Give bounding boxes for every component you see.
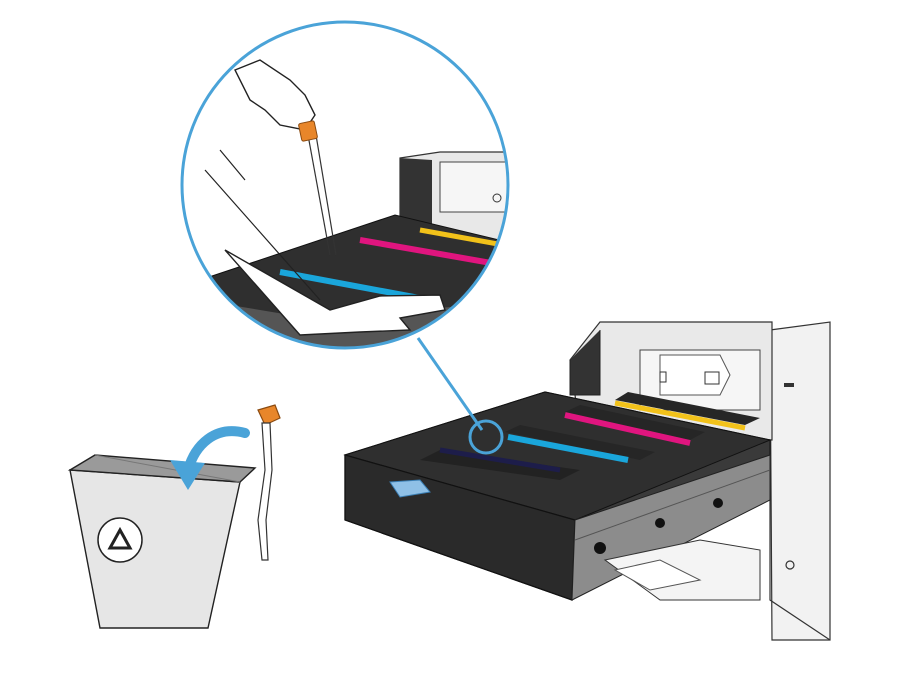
recycle-icon [97,517,143,563]
orange-pull-tab [298,120,318,142]
printer [343,321,831,641]
drawer-handle[interactable] [389,479,431,498]
curved-arrow-icon [170,426,250,490]
removed-tape-strip [257,404,281,561]
power-button[interactable] [785,560,795,570]
yellow-toner-stripe [614,400,746,431]
magnifier-callout-icon [180,20,510,455]
cyan-toner-stripe [507,434,629,463]
recycle-bin [67,454,257,629]
magenta-toner-stripe [564,412,691,446]
toner-cartridges [420,392,760,480]
black-toner-stripe [439,447,561,473]
